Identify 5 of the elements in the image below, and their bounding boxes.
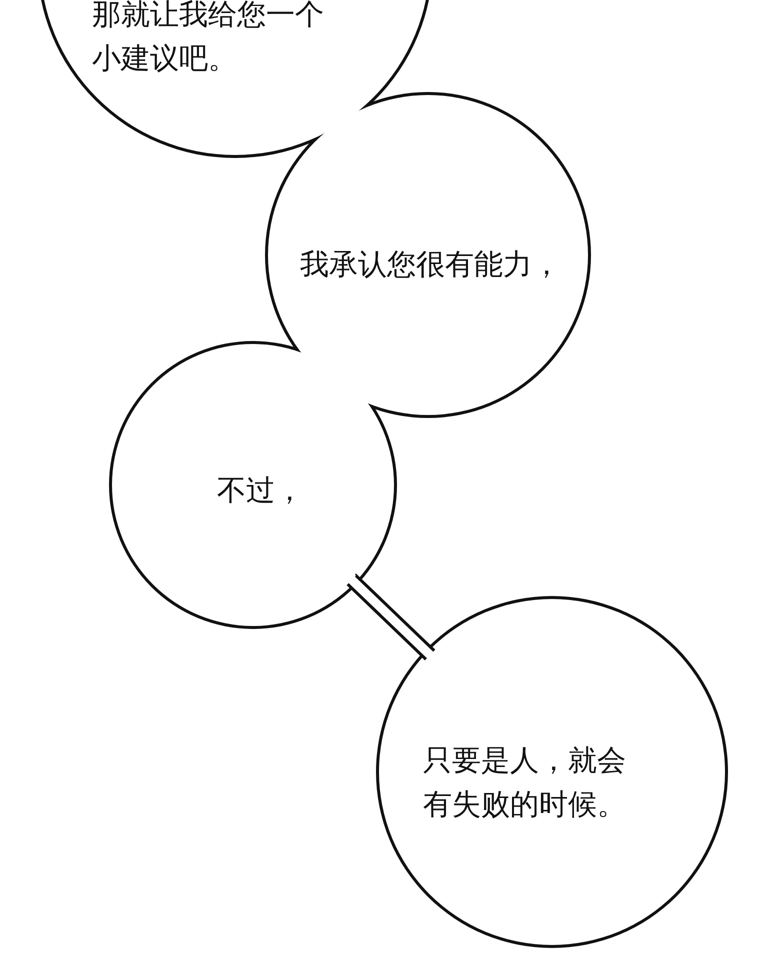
bubble-text: 那就让我给您一个小建议吧。 — [92, 0, 325, 77]
bubble-text: 只要是人，就会有失败的时候。 — [423, 742, 627, 823]
bubble-connector — [346, 573, 436, 662]
bubble-text: 不过， — [217, 472, 305, 509]
bubble-text: 我承认您很有能力， — [300, 246, 562, 283]
